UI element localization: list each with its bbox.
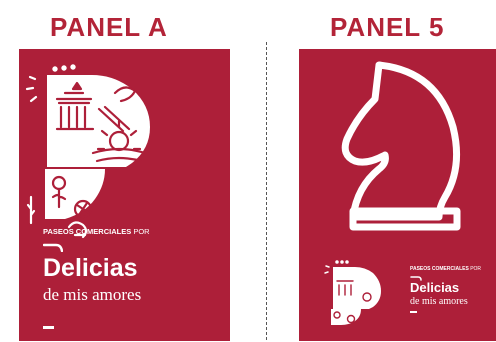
illustration-logo-icon	[324, 260, 381, 325]
tagline: PASEOS COMERCIALES POR	[410, 266, 481, 272]
chess-knight-icon	[341, 61, 461, 231]
brand-subtitle: de mis amores	[43, 285, 142, 304]
dashed-divider	[266, 42, 267, 340]
illustration-logo-icon	[25, 64, 150, 239]
tagline-rest: POR	[133, 227, 150, 236]
tagline-bold: PASEOS COMERCIALES	[43, 227, 132, 236]
panel-b-heading: PANEL 5	[330, 12, 445, 42]
brand-name: Delicias	[410, 280, 460, 295]
brand-mark-icon	[410, 276, 422, 281]
brand-mark-icon	[43, 243, 63, 252]
tagline-rest: POR	[470, 266, 482, 272]
dash-mark	[410, 311, 417, 313]
brand-name: Delicias	[43, 254, 138, 282]
brand-subtitle: de mis amores	[410, 296, 468, 307]
tagline: PASEOS COMERCIALES POR	[43, 227, 150, 236]
tagline-bold: PASEOS COMERCIALES	[410, 266, 469, 272]
panel-a-poster: PASEOS COMERCIALES POR Delicias de mis a…	[19, 49, 230, 341]
panel-b-poster: PASEOS COMERCIALES POR Delicias de mis a…	[299, 49, 496, 341]
dash-mark	[43, 326, 54, 329]
panel-a-heading: PANEL A	[50, 12, 168, 42]
